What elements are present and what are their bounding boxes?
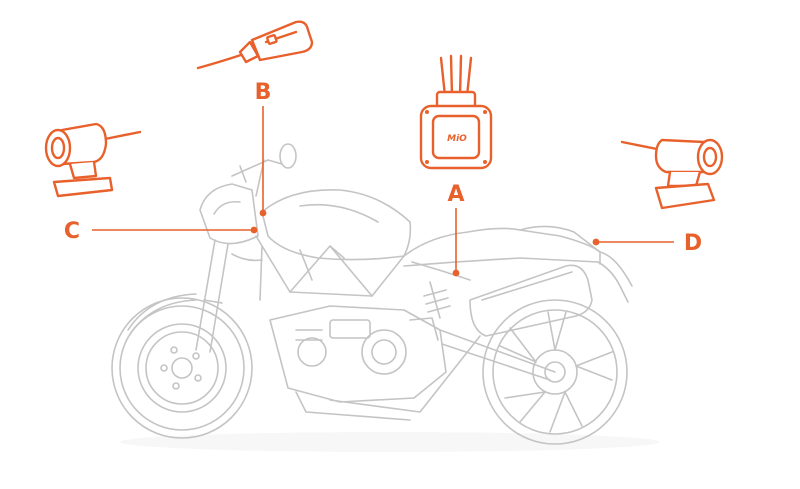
- callout-dot-a: [452, 269, 460, 277]
- front-camera: [44, 122, 142, 198]
- callout-lines: [92, 106, 674, 277]
- callout-dot-c: [250, 226, 258, 234]
- motorcycle-illustration: [111, 143, 660, 452]
- label-c: C: [64, 219, 80, 244]
- label-d: D: [684, 231, 702, 256]
- dvr-control-box: [419, 54, 493, 170]
- rear-wheel: [482, 299, 628, 445]
- callout-dot-d: [592, 238, 600, 246]
- rear-camera: [620, 138, 724, 210]
- mio-logo: MiO: [447, 134, 467, 144]
- callout-dot-b: [259, 209, 267, 217]
- label-b: B: [255, 80, 272, 105]
- front-wheel: [111, 297, 253, 439]
- label-a: A: [447, 182, 464, 207]
- remote-control-module: [196, 20, 314, 70]
